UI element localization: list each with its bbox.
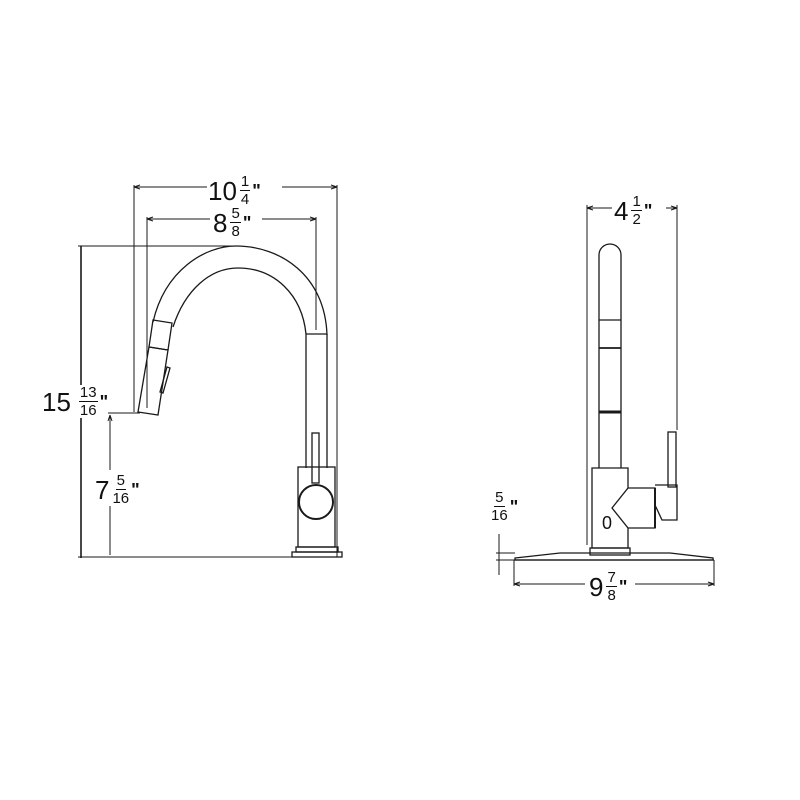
dim-whole: 15 xyxy=(42,386,71,417)
dim-whole: 4 xyxy=(614,195,629,226)
side-view-faucet xyxy=(496,205,715,587)
dim-whole: 10 xyxy=(208,175,237,206)
dim-whole: 7 xyxy=(95,474,110,505)
dim-whole: 8 xyxy=(213,207,228,238)
dim-whole: 9 xyxy=(589,571,604,602)
base-marking: 0 xyxy=(602,513,613,533)
